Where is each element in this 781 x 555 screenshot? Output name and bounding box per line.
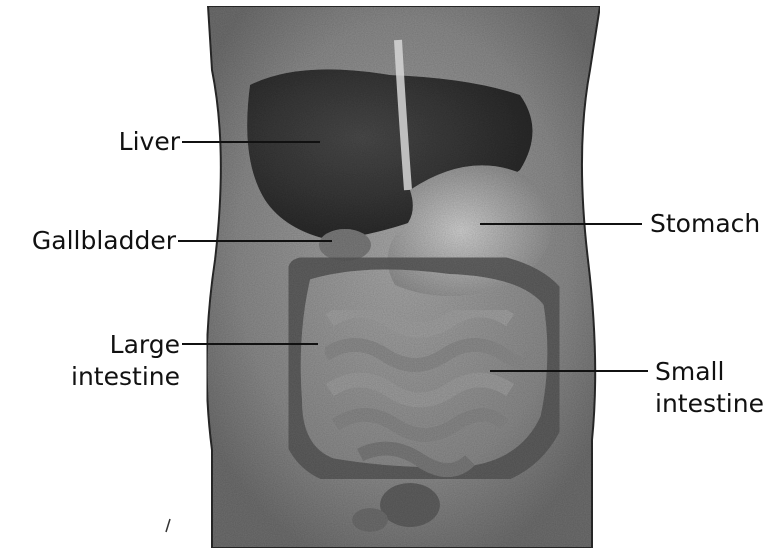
stray-mark	[166, 519, 170, 532]
large-intestine-label-line1: Large	[60, 330, 180, 359]
small-intestine-label-line2: intestine	[655, 389, 780, 418]
stomach-label: Stomach	[650, 209, 778, 238]
large-intestine-label-line2: intestine	[40, 362, 180, 391]
gallbladder-label: Gallbladder	[8, 226, 176, 255]
small-intestine-label-line1: Small	[655, 357, 755, 386]
liver-label: Liver	[100, 127, 180, 156]
